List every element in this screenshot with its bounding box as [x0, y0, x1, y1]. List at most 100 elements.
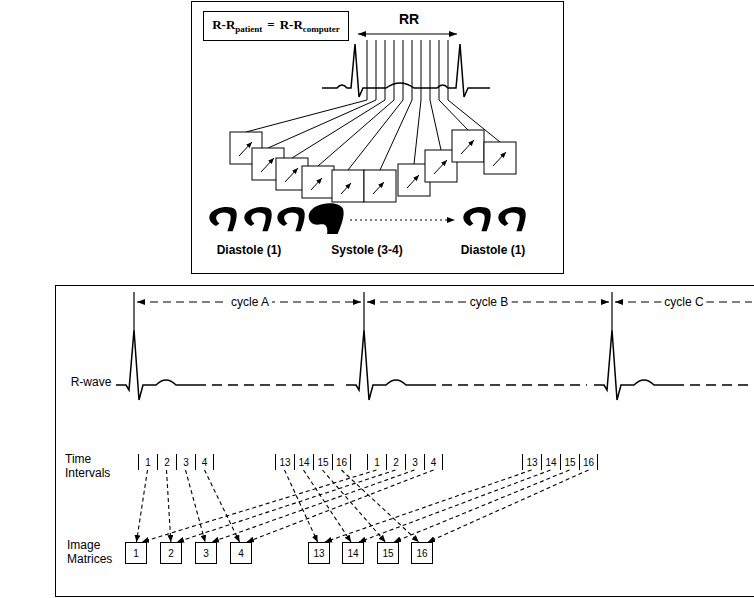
ecg-trace	[322, 44, 490, 97]
time-interval: 16	[332, 454, 351, 470]
matrix-number: 2	[168, 548, 174, 559]
image-matrix: 2	[160, 542, 182, 564]
interval-number: 3	[412, 457, 418, 468]
arrow-connector	[359, 470, 551, 542]
equation-text: =	[267, 17, 274, 33]
interval-number: 4	[202, 457, 208, 468]
phase-label: Systole (3-4)	[331, 244, 402, 258]
arrow-connector	[304, 470, 352, 542]
arrow-connector	[186, 470, 206, 542]
cycle-tick	[133, 292, 134, 330]
interval-number: 16	[336, 457, 347, 468]
interval-number: 15	[317, 457, 328, 468]
ecg-baseline	[196, 384, 339, 386]
leader-line	[246, 100, 367, 132]
interval-number: 3	[183, 457, 189, 468]
matrix-number: 16	[416, 548, 427, 559]
frame-arrow	[261, 158, 274, 172]
phase-label: Diastole (1)	[217, 244, 282, 258]
time-interval: 14	[294, 454, 313, 470]
interval-number: 2	[393, 457, 399, 468]
arrow-connector	[247, 470, 434, 542]
frame-arrow	[461, 140, 474, 154]
ecg-baseline	[426, 384, 587, 386]
cycle-label: cycle A	[228, 296, 272, 310]
time-interval: 3	[405, 454, 424, 470]
arrow-connector	[205, 470, 240, 542]
image-matrix: 1	[125, 542, 147, 564]
image-matrix: 3	[195, 542, 217, 564]
gate-line	[367, 40, 368, 100]
image-frame	[332, 170, 364, 202]
leader-line	[380, 100, 412, 170]
time-interval: 14	[541, 454, 560, 470]
gate-line	[403, 40, 404, 100]
arrow-connector	[394, 470, 570, 542]
leader-line	[348, 100, 403, 170]
equation-box: R-Rpatient=R-Rcomputer	[203, 11, 350, 41]
matrix-number: 4	[238, 548, 244, 559]
matrix-number: 3	[203, 548, 209, 559]
image-frame	[484, 142, 516, 174]
time-interval: 15	[560, 454, 579, 470]
image-frame	[364, 170, 396, 202]
gate-line	[448, 40, 449, 100]
cycle-label: cycle C	[661, 296, 706, 310]
frame-arrow	[407, 175, 419, 188]
cycle-label: cycle B	[467, 296, 512, 310]
gate-line	[412, 40, 413, 100]
arrow-connector	[167, 470, 171, 542]
frame-arrow	[311, 178, 322, 190]
frame-arrow	[493, 152, 506, 166]
axis-label: Image Matrices	[67, 539, 119, 567]
time-interval: 13	[522, 454, 541, 470]
cycle-tick	[611, 292, 612, 330]
equation-text: R-R	[212, 17, 235, 33]
arrow-connector	[325, 470, 532, 542]
time-interval: 16	[579, 454, 598, 470]
rr-interval-arrow	[358, 33, 457, 34]
heart-shape	[498, 207, 525, 231]
sequence-arrow	[350, 219, 455, 220]
arrow-connector	[342, 470, 419, 542]
heart-shape	[209, 207, 236, 231]
equation-text: R-R	[280, 17, 303, 33]
image-frame	[452, 130, 484, 162]
time-interval: 4	[195, 454, 214, 470]
interval-number: 15	[564, 457, 575, 468]
arrow-connector	[428, 470, 589, 542]
interval-number: 14	[298, 457, 309, 468]
axis-label: Time Intervals	[65, 453, 117, 481]
time-interval: 3	[176, 454, 195, 470]
interval-number: 16	[583, 457, 594, 468]
interval-number: 14	[545, 457, 556, 468]
gate-line	[394, 40, 395, 100]
image-matrix: 15	[377, 542, 399, 564]
time-interval: 1	[367, 454, 386, 470]
leader-line	[430, 100, 441, 150]
rr-label: RR	[399, 11, 419, 27]
leader-line	[292, 100, 385, 158]
connectors	[136, 470, 588, 542]
matrix-number: 14	[347, 548, 358, 559]
frame-arrow	[285, 168, 298, 182]
interval-number: 1	[145, 457, 151, 468]
frame-arrow	[434, 160, 447, 174]
heart-shape	[244, 207, 271, 231]
image-matrix: 4	[230, 542, 252, 564]
phase-label: Diastole (1)	[461, 244, 526, 258]
gate-line	[376, 40, 377, 100]
time-interval: 2	[157, 454, 176, 470]
interval-number: 13	[526, 457, 537, 468]
leader-line	[268, 100, 376, 148]
frame-arrow	[341, 183, 351, 194]
r-wave-trace	[116, 330, 748, 400]
matrix-number: 15	[382, 548, 393, 559]
ecg-baseline	[674, 384, 748, 386]
cycle-arrows	[134, 292, 752, 330]
heart-shape	[463, 207, 490, 231]
matrix-number: 13	[313, 548, 324, 559]
image-frames	[230, 130, 516, 202]
